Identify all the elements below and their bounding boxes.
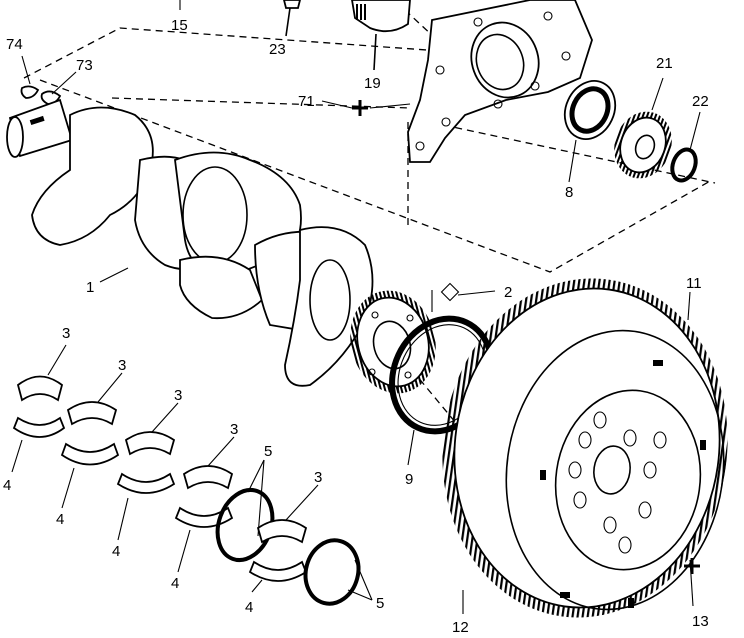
part-21-sprocket [614, 111, 672, 179]
callout-73: 73 [76, 57, 93, 74]
callout-3-b: 3 [118, 357, 126, 374]
part-23-bolt [283, 0, 301, 37]
part-22-ring [670, 147, 698, 183]
main-bearing-set-2 [60, 401, 120, 466]
callout-5-b: 5 [376, 595, 384, 612]
main-bearing-set-4 [174, 465, 234, 528]
callout-4-d: 4 [171, 575, 179, 592]
main-bearing-set-5 [248, 519, 308, 582]
callout-2: 2 [504, 284, 512, 301]
callout-12: 12 [452, 619, 469, 636]
part-74-key [20, 85, 40, 99]
callout-71: 71 [298, 93, 315, 110]
main-bearing-set-3 [116, 431, 176, 494]
callout-11: 11 [686, 275, 702, 292]
callout-4-c: 4 [112, 543, 120, 560]
flywheel-bolt-holes [568, 411, 667, 554]
callout-4-e: 4 [245, 599, 253, 616]
marker-13 [684, 558, 700, 574]
main-bearing-set-1 [12, 375, 66, 438]
callout-3-c: 3 [174, 387, 182, 404]
callout-8: 8 [565, 184, 573, 201]
callout-23: 23 [269, 41, 286, 58]
marker-2-square [440, 282, 460, 302]
part-19-gear [351, 0, 411, 71]
callout-3-e: 3 [314, 469, 322, 486]
callout-22: 22 [692, 93, 709, 110]
callout-21: 21 [656, 55, 673, 72]
callout-5-a: 5 [264, 443, 272, 460]
callout-15: 15 [171, 17, 188, 34]
callout-74: 74 [6, 36, 23, 53]
callout-19: 19 [364, 75, 381, 92]
rear-cover-housing [407, 0, 593, 163]
marker-71 [352, 100, 368, 116]
callout-1: 1 [86, 279, 94, 296]
callout-4-b: 4 [56, 511, 64, 528]
thrust-bearing-5-lower [303, 538, 361, 606]
callout-9: 9 [405, 471, 413, 488]
crankshaft [6, 98, 436, 394]
leader-lines [11, 55, 701, 614]
callout-13: 13 [692, 613, 709, 630]
callout-4-a: 4 [3, 477, 11, 494]
callout-3-a: 3 [62, 325, 70, 342]
part-8-seal [563, 80, 617, 140]
callout-3-d: 3 [230, 421, 238, 438]
flywheel [442, 278, 728, 618]
